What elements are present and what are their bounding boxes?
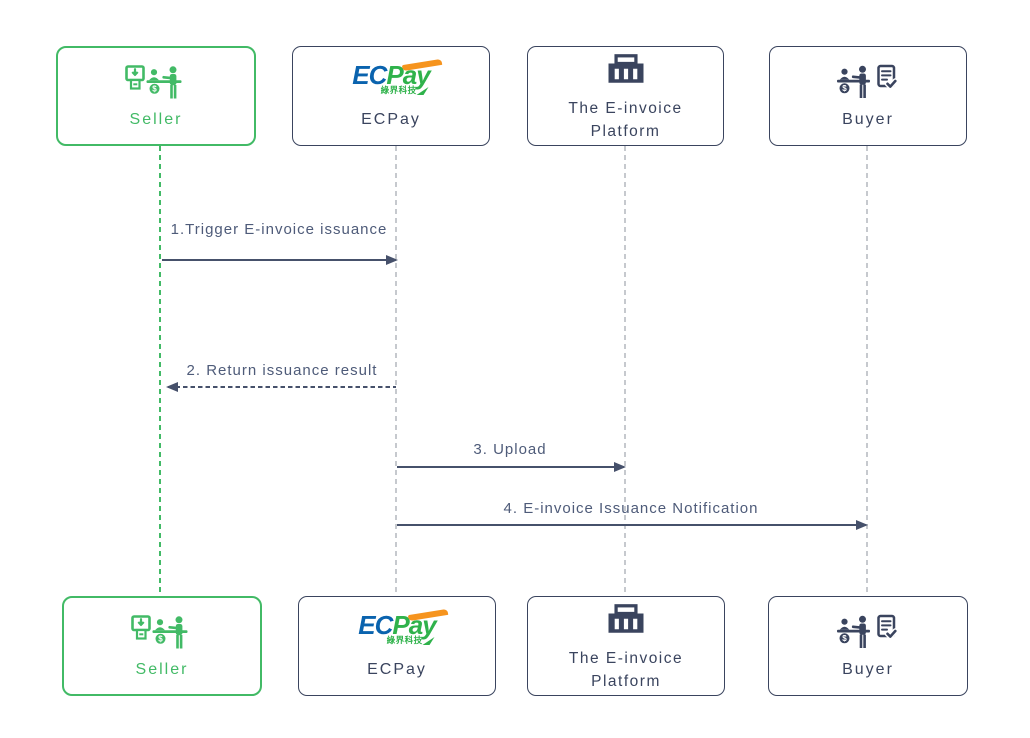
message-4-label: 4. E-invoice Issuance Notification <box>503 500 759 517</box>
actor-buyer-bottom: $ Buyer <box>768 596 968 696</box>
buyer-counter-invoice-icon: $ <box>836 62 900 104</box>
message-4-arrow <box>397 520 868 530</box>
dollar-glyph: $ <box>152 84 157 93</box>
actor-label-ecpay: ECPay <box>367 660 427 678</box>
message-2-arrow <box>166 382 396 392</box>
actor-label-buyer: Buyer <box>842 110 894 128</box>
message-2-label: 2. Return issuance result <box>186 362 378 379</box>
dollar-glyph: $ <box>842 84 847 93</box>
ecpay-lifeline <box>395 146 397 596</box>
message-3-arrow <box>397 462 626 472</box>
bank-building-icon <box>605 50 647 92</box>
ecpay-green-swoosh-icon <box>416 86 429 95</box>
actor-label-seller: Seller <box>135 660 189 678</box>
bank-building-icon <box>605 600 647 642</box>
dollar-glyph: $ <box>158 634 163 643</box>
actor-label-seller: Seller <box>129 110 183 128</box>
ecpay-logo-ec: EC <box>358 609 393 640</box>
arrow-head-right-icon <box>856 520 868 530</box>
dollar-glyph: $ <box>842 634 847 643</box>
ecpay-green-swoosh-icon <box>422 636 435 645</box>
actor-seller-bottom: $ Seller <box>62 596 262 696</box>
message-1-arrow <box>162 255 398 265</box>
ecpay-logo-ec: EC <box>352 59 387 90</box>
message-1-label: 1.Trigger E-invoice issuance <box>170 221 388 238</box>
seller-counter-icon: $ <box>124 62 188 104</box>
actor-label-platform: The E-invoice Platform <box>568 649 684 690</box>
actor-platform-bottom: The E-invoice Platform <box>527 596 725 696</box>
arrow-head-right-icon <box>386 255 398 265</box>
actor-buyer-top: $ Buyer <box>769 46 967 146</box>
arrow-head-right-icon <box>614 462 626 472</box>
ecpay-logo-subtext: 綠界科技 <box>386 634 423 645</box>
buyer-counter-invoice-icon: $ <box>836 612 900 654</box>
actor-label-ecpay: ECPay <box>361 110 421 128</box>
ecpay-logo-subtext: 綠界科技 <box>380 84 417 95</box>
actor-seller-top: $ Seller <box>56 46 256 146</box>
message-3-label: 3. Upload <box>473 441 547 458</box>
arrow-head-left-icon <box>166 382 178 392</box>
seller-counter-icon: $ <box>130 612 194 654</box>
buyer-lifeline <box>866 146 868 596</box>
actor-label-platform: The E-invoice Platform <box>568 99 683 140</box>
platform-lifeline <box>624 146 626 596</box>
actor-platform-top: The E-invoice Platform <box>527 46 724 146</box>
actor-label-buyer: Buyer <box>842 660 894 678</box>
seller-lifeline <box>159 146 161 596</box>
